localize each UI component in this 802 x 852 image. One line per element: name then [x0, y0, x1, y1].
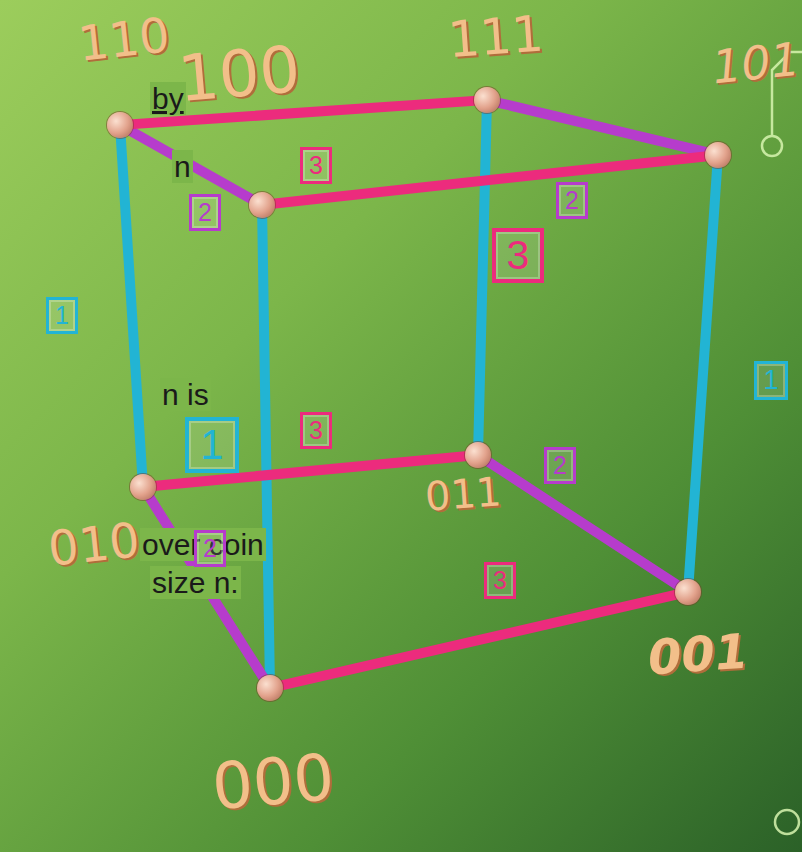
edge-number: 3 [492, 228, 544, 283]
slide-text: n is [160, 378, 211, 411]
cube-edge [689, 168, 717, 579]
circuit-node [762, 136, 782, 156]
slide-text: n [172, 150, 193, 183]
vertex-label: 010 [46, 515, 142, 572]
cube-edge [283, 595, 676, 685]
cube-vertex: 110 [107, 112, 133, 138]
vertex-label: 111 [446, 9, 545, 66]
cube-edge [150, 498, 263, 677]
cube-edge [275, 156, 705, 203]
cube-vertex: 111 [474, 87, 500, 113]
edge-number: 2 [556, 182, 588, 219]
edge-number: 1 [754, 361, 788, 400]
edge-number: 2 [544, 447, 576, 484]
edge-number: 1 [46, 297, 78, 334]
cube-vertex: 100 [249, 192, 275, 218]
cube-vertex: 011 [465, 442, 491, 468]
cube-edge [478, 113, 486, 442]
cube-vertex: 101 [705, 142, 731, 168]
cube-edge [262, 218, 270, 675]
cube-vertex: 001 [675, 579, 701, 605]
edge-number: 3 [300, 412, 332, 449]
cube-vertex: 010 [130, 474, 156, 500]
edge-number: 3 [300, 147, 332, 184]
slide-text: by [150, 82, 186, 115]
cube-edge [131, 131, 250, 198]
edge-number: 1 [185, 417, 239, 473]
vertex-label: 101 [710, 36, 802, 91]
circuit-node [775, 810, 799, 834]
edge-number: 2 [189, 194, 221, 231]
vertex-label: 000 [209, 745, 336, 819]
vertex-label: 011 [424, 471, 503, 516]
cube-edge [500, 103, 706, 152]
vertex-label: 001 [646, 627, 749, 682]
cube-edge [489, 462, 677, 585]
cube-vertex: 000 [257, 675, 283, 701]
edge-number: 3 [484, 562, 516, 599]
cube-edge [121, 138, 142, 474]
vertex-label: 100 [175, 37, 302, 111]
edge-number: 2 [194, 530, 226, 567]
slide-text: size n: [150, 566, 241, 599]
vertex-label: 110 [76, 10, 172, 67]
